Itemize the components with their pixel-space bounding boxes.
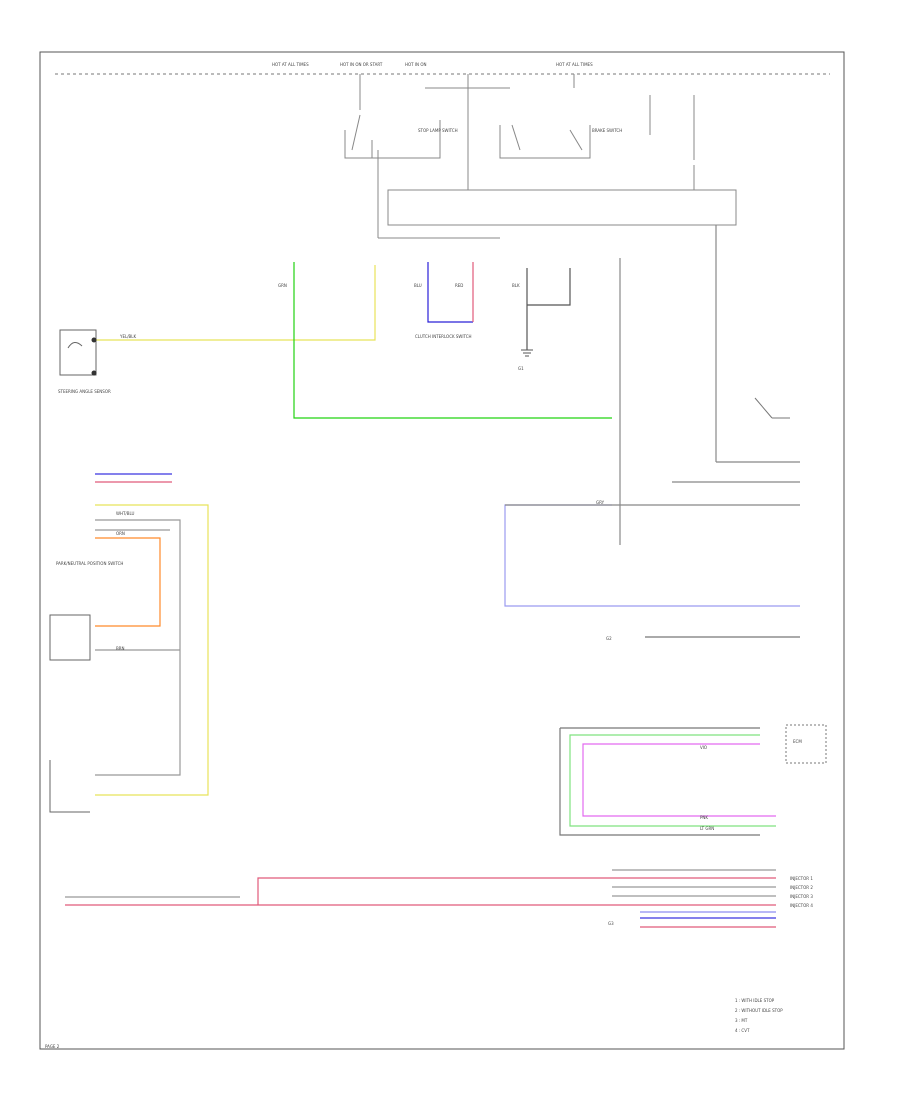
- wire-label: GRN: [278, 283, 287, 288]
- power-labels: HOT AT ALL TIMES HOT IN ON OR START HOT …: [272, 62, 593, 67]
- wire-label: GRY: [596, 500, 605, 505]
- component-label: INJECTOR 3: [790, 894, 813, 899]
- wire-label: ORN: [116, 531, 125, 536]
- component-label: STEERING ANGLE SENSOR: [58, 389, 111, 394]
- wire-label: VIO: [700, 745, 707, 750]
- module-box: [387, 189, 737, 226]
- wire-green-loop: [569, 734, 776, 827]
- power-label: HOT AT ALL TIMES: [556, 62, 593, 67]
- wire-yellow: [96, 265, 376, 341]
- wire-label: BLU: [414, 283, 422, 288]
- power-label: HOT IN ON: [405, 62, 426, 67]
- wire-label: BRN: [116, 646, 125, 651]
- wires: [65, 225, 800, 928]
- module-left-bottom: [49, 760, 90, 813]
- wire-pink-loop: [582, 743, 776, 817]
- wire-label: PNK: [700, 815, 708, 820]
- wire-grey-left: [95, 519, 181, 776]
- component-label: CLUTCH INTERLOCK SWITCH: [415, 334, 472, 339]
- component-label: INJECTOR 2: [790, 885, 813, 890]
- diagram-frame: [39, 51, 845, 1050]
- connector-dot: [91, 337, 97, 343]
- wire-label: LT GRN: [700, 826, 714, 831]
- wire-red-bus-2: [257, 877, 776, 905]
- wire-black-tie: [527, 268, 571, 306]
- ground-label: G3: [608, 921, 614, 926]
- component-label: INJECTOR 4: [790, 903, 813, 908]
- ground-labels: G1 G2 G3: [518, 366, 614, 926]
- wire-orange-left: [95, 537, 161, 627]
- switch-right: [754, 397, 790, 419]
- page-mark: PAGE 2: [45, 1044, 60, 1049]
- wire-label: YEL/BLK: [119, 334, 137, 339]
- wire-yellow-left: [95, 504, 209, 796]
- sensor-left: [59, 329, 97, 376]
- ground-symbol: [521, 349, 533, 357]
- component-label: STOP LAMP SWITCH: [418, 128, 458, 133]
- wire-labels: YEL/BLK GRN BLU RED BLK PNK WHT/BLU ORN …: [116, 283, 714, 831]
- wire-label: WHT/BLU: [116, 511, 135, 516]
- wire-label: RED: [455, 283, 463, 288]
- component-labels: STEERING ANGLE SENSOR CLUTCH INTERLOCK S…: [56, 128, 813, 908]
- power-label: HOT IN ON OR START: [340, 62, 383, 67]
- legend-item: 4 : CVT: [735, 1028, 750, 1033]
- wire-lavender: [504, 504, 800, 607]
- fuses: [359, 74, 695, 190]
- legend-item: 1 : WITH IDLE STOP: [735, 998, 775, 1003]
- relay-left: [344, 114, 441, 159]
- component-label: BRAKE SWITCH: [592, 128, 622, 133]
- wire-blue-top: [427, 262, 473, 323]
- power-label: HOT AT ALL TIMES: [272, 62, 309, 67]
- component-label: PARK/NEUTRAL POSITION SWITCH: [56, 561, 123, 566]
- wire-label: BLK: [512, 283, 520, 288]
- ground-label: G2: [606, 636, 612, 641]
- component-label: ECM: [793, 739, 802, 744]
- ecm-connector-box: [785, 724, 827, 764]
- ground-label: G1: [518, 366, 524, 371]
- legend-item: 3 : MT: [735, 1018, 748, 1023]
- wire-grey-box: [559, 728, 760, 836]
- legend: 1 : WITH IDLE STOP 2 : WITHOUT IDLE STOP…: [735, 998, 783, 1033]
- wire-green: [293, 262, 612, 419]
- module-left: [49, 614, 91, 661]
- component-label: INJECTOR 1: [790, 876, 813, 881]
- relay-right: [499, 124, 591, 159]
- connector-dot: [91, 370, 97, 376]
- legend-item: 2 : WITHOUT IDLE STOP: [735, 1008, 783, 1013]
